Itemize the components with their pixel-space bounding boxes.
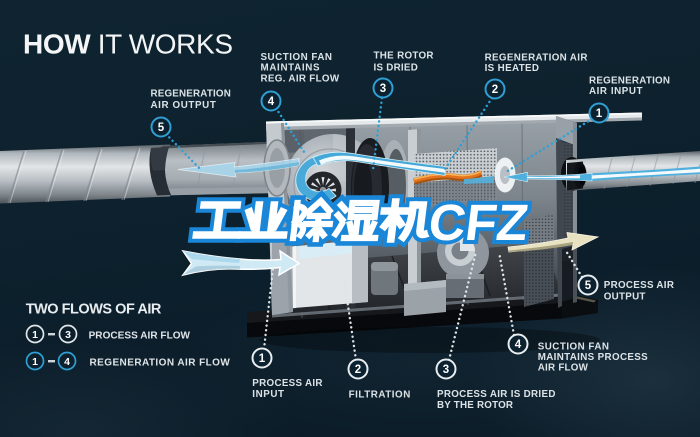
svg-text:3: 3 [443,364,449,376]
svg-text:3: 3 [65,329,71,341]
svg-text:PROCESS AIR IS DRIED: PROCESS AIR IS DRIED [437,389,555,400]
svg-text:OUTPUT: OUTPUT [604,292,646,303]
svg-text:BY THE ROTOR: BY THE ROTOR [437,400,513,411]
svg-text:1: 1 [259,353,266,365]
svg-text:3: 3 [380,83,386,95]
svg-text:4: 4 [268,96,275,108]
svg-text:SUCTION FAN: SUCTION FAN [538,341,609,352]
svg-text:REGENERATION AIR FLOW: REGENERATION AIR FLOW [90,358,231,369]
svg-text:2: 2 [492,84,498,96]
svg-text:AIR INPUT: AIR INPUT [589,86,643,97]
svg-text:PROCESS AIR FLOW: PROCESS AIR FLOW [89,330,191,341]
svg-text:4: 4 [64,356,70,368]
svg-text:AIR OUTPUT: AIR OUTPUT [151,100,216,111]
svg-text:IS HEATED: IS HEATED [485,63,539,74]
svg-text:FILTRATION: FILTRATION [349,389,411,400]
svg-text:5: 5 [158,122,165,134]
svg-text:5: 5 [585,280,592,292]
svg-text:4: 4 [515,339,522,351]
svg-text:AIR FLOW: AIR FLOW [538,363,589,374]
svg-text:2: 2 [355,364,361,376]
svg-text:REGENERATION AIR: REGENERATION AIR [485,52,588,63]
svg-text:IS DRIED: IS DRIED [374,62,418,73]
svg-text:REGENERATION: REGENERATION [589,75,670,86]
svg-text:PROCESS AIR: PROCESS AIR [604,280,674,291]
svg-text:MAINTAINS PROCESS: MAINTAINS PROCESS [538,352,648,363]
svg-text:1: 1 [32,329,38,341]
svg-text:1: 1 [596,108,603,120]
svg-text:1: 1 [32,356,38,368]
svg-text:REGENERATION: REGENERATION [151,88,231,99]
svg-text:INPUT: INPUT [252,389,284,400]
svg-text:HOW IT WORKS: HOW IT WORKS [23,29,233,60]
svg-text:PROCESS AIR: PROCESS AIR [252,378,322,389]
svg-text:REG. AIR FLOW: REG. AIR FLOW [261,73,340,84]
svg-text:MAINTAINS: MAINTAINS [261,63,320,74]
svg-text:THE ROTOR: THE ROTOR [374,51,434,62]
svg-text:CFZ: CFZ [425,194,531,251]
svg-text:SUCTION FAN: SUCTION FAN [261,52,333,63]
svg-text:TWO FLOWS OF AIR: TWO FLOWS OF AIR [26,302,162,318]
